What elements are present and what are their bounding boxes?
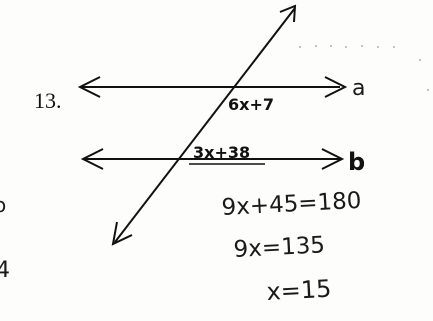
- margin-mark-bottom: 4: [0, 258, 10, 283]
- angle-upper-expression: 6x+7: [228, 95, 274, 114]
- transversal-line: [111, 4, 297, 246]
- line-a-right-arrow-icon: [324, 76, 348, 98]
- work-line-2: 9x=135: [233, 232, 326, 263]
- problem-number: 13.: [34, 88, 62, 113]
- solution-work: 9x+45=180 9x=135 x=15: [221, 188, 362, 306]
- line-a-left-arrow-icon: [77, 76, 101, 98]
- angle-lower-expression: 3x+38: [193, 143, 250, 162]
- line-a-label: a: [352, 76, 365, 101]
- work-line-3: x=15: [266, 275, 332, 306]
- transversal-top-arrow-icon: [279, 4, 297, 23]
- margin-mark-top: o: [0, 193, 6, 217]
- parallel-line-a: [77, 76, 348, 98]
- line-b-right-arrow-icon: [321, 148, 345, 170]
- scan-dots: [299, 45, 429, 91]
- line-b-left-arrow-icon: [80, 148, 104, 170]
- work-line-1: 9x+45=180: [221, 188, 362, 221]
- parallel-line-b: [80, 148, 345, 170]
- transversal-bottom-arrow-icon: [111, 221, 133, 246]
- line-b-label: b: [348, 148, 365, 176]
